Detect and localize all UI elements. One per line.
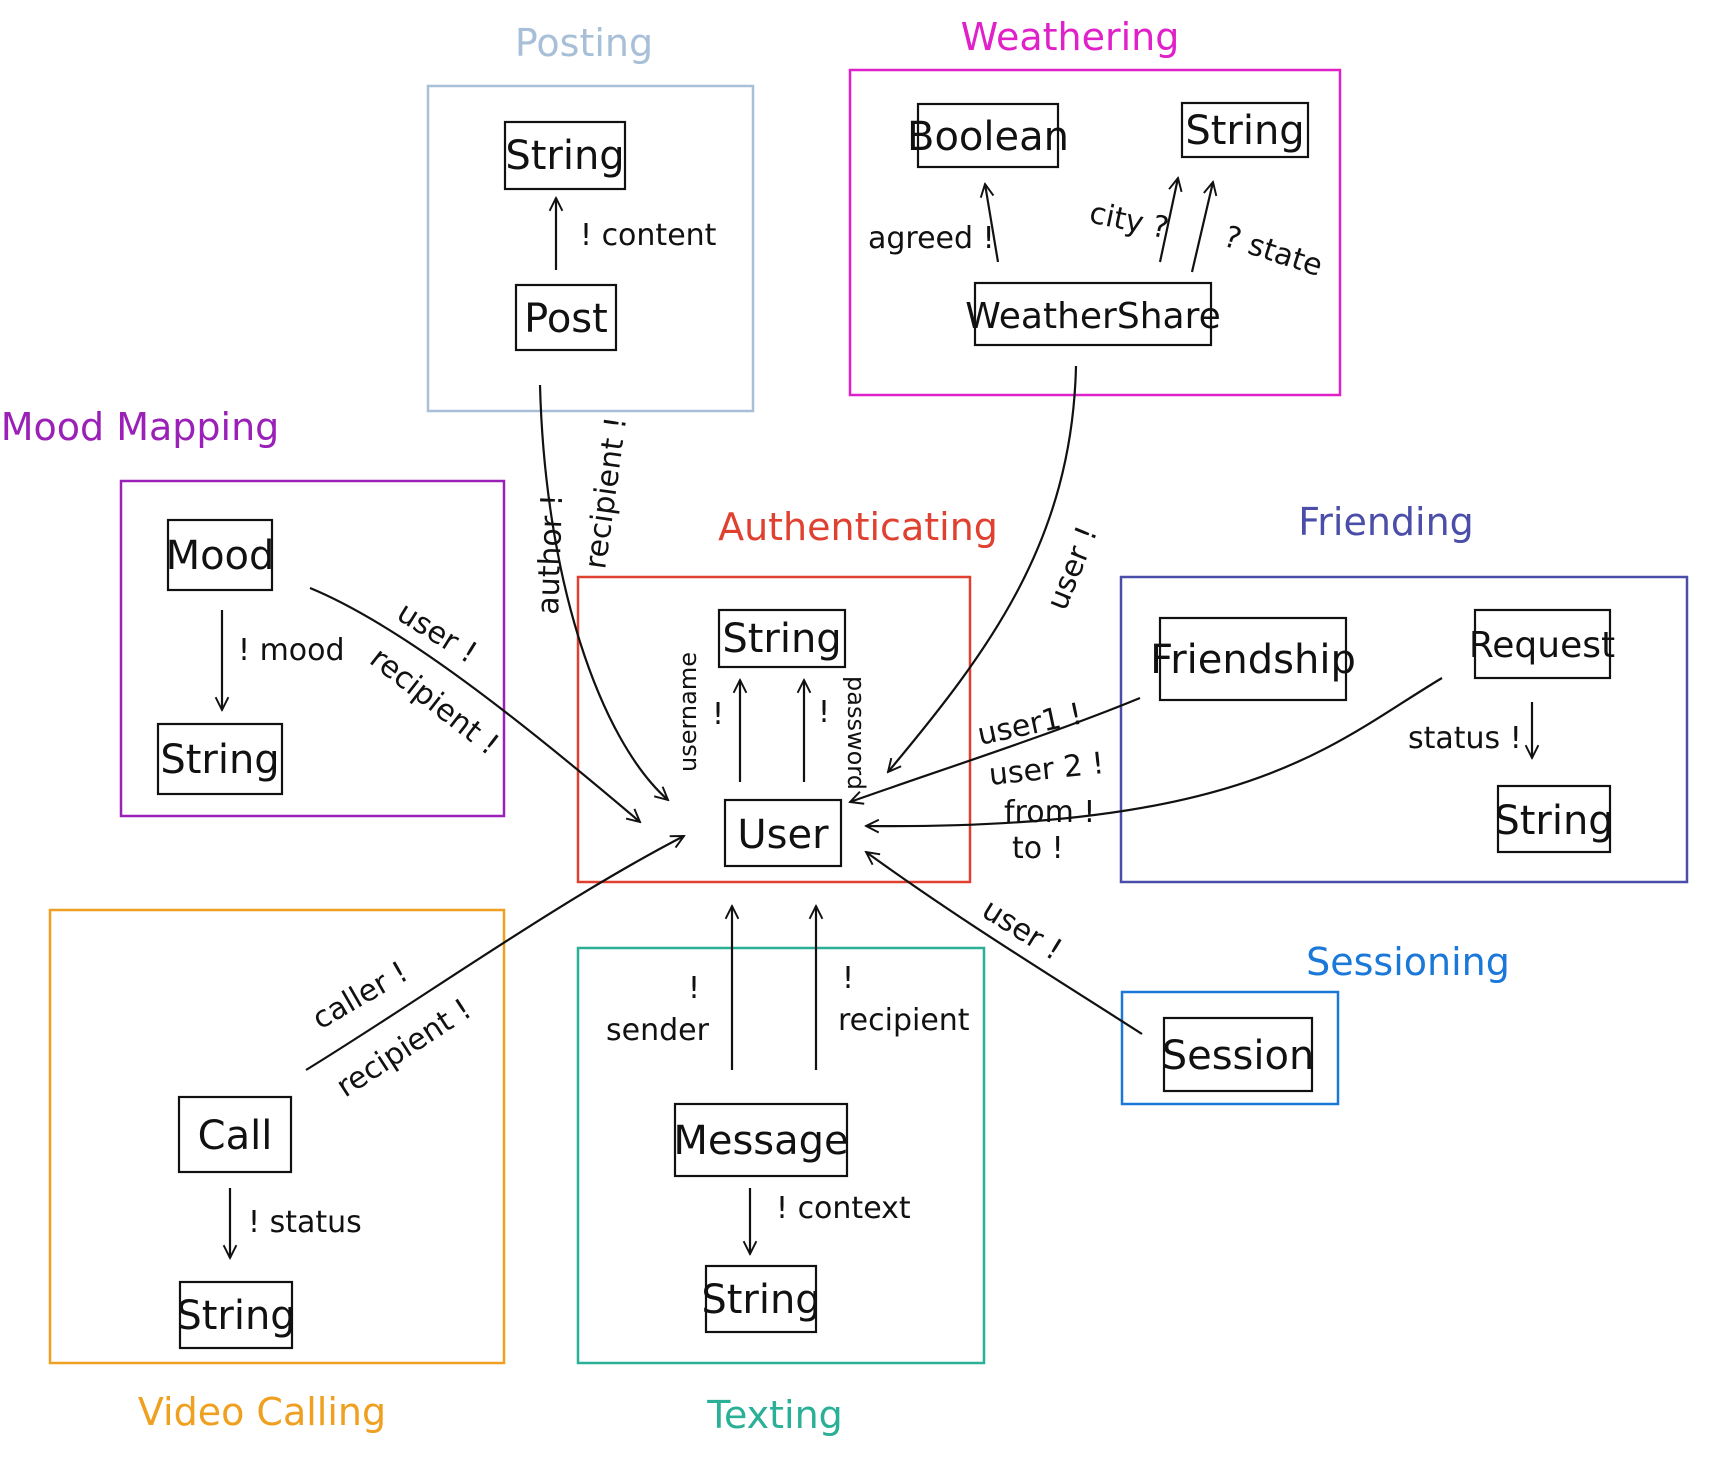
authenticating-frame <box>576 575 972 884</box>
label-call-status: ! status <box>248 1205 362 1240</box>
label-password-bang: ! <box>818 695 830 730</box>
node-message-string-label: String <box>701 1277 820 1323</box>
label-mood-field: ! mood <box>238 633 345 668</box>
node-session[interactable]: Session <box>1162 1016 1315 1093</box>
label-post-recipient: recipient ! <box>578 415 634 572</box>
edge-post-author <box>538 384 668 800</box>
node-user-label: User <box>737 812 829 858</box>
node-call-string[interactable]: String <box>176 1280 296 1350</box>
texting-frame <box>576 946 986 1365</box>
video-calling-title: Video Calling <box>138 1390 386 1434</box>
texting-title: Texting <box>706 1393 843 1437</box>
node-mood-string-label: String <box>160 737 279 783</box>
node-mood[interactable]: Mood <box>166 518 275 592</box>
label-from: from ! <box>1004 795 1095 830</box>
label-username: username <box>674 652 702 772</box>
edge-weather-user <box>888 365 1078 772</box>
node-weathering-string-label: String <box>1185 108 1304 154</box>
edge-weather-state <box>1190 182 1213 273</box>
edge-mood-user <box>309 586 640 822</box>
posting-title: Posting <box>515 21 653 65</box>
node-user[interactable]: User <box>723 798 843 868</box>
mood-mapping-title: Mood Mapping <box>1 405 280 449</box>
edge-call-user <box>305 836 684 1071</box>
node-call-label: Call <box>198 1113 273 1159</box>
label-context: ! context <box>776 1191 911 1226</box>
label-content: ! content <box>580 218 717 253</box>
label-password: password <box>842 676 870 790</box>
node-boolean[interactable]: Boolean <box>907 102 1069 169</box>
node-friending-string-label: String <box>1494 798 1613 844</box>
authenticating-title: Authenticating <box>718 505 998 549</box>
friending-frame <box>1119 575 1689 884</box>
edge-session-user <box>866 852 1143 1035</box>
sessioning-frame <box>1120 990 1340 1106</box>
label-agreed: agreed ! <box>868 221 995 256</box>
label-msg-recipient: recipient <box>838 1003 970 1038</box>
edge-weather-agreed <box>985 184 1000 263</box>
node-posting-string[interactable]: String <box>503 120 627 191</box>
edge-friendship-user <box>850 696 1141 802</box>
node-message[interactable]: Message <box>673 1102 849 1178</box>
node-friendship-label: Friendship <box>1150 637 1356 683</box>
node-call[interactable]: Call <box>177 1095 293 1174</box>
node-session-label: Session <box>1162 1033 1315 1079</box>
label-user2: user 2 ! <box>987 746 1106 793</box>
node-mood-label: Mood <box>166 533 275 579</box>
node-message-label: Message <box>673 1118 848 1164</box>
connectors <box>222 178 1532 1258</box>
label-sender: sender <box>606 1013 710 1048</box>
node-weathershare[interactable]: WeatherShare <box>965 281 1221 347</box>
node-mood-string[interactable]: String <box>156 722 284 796</box>
node-request[interactable]: Request <box>1469 608 1615 680</box>
node-friending-string[interactable]: String <box>1494 784 1614 854</box>
mood-mapping-frame <box>119 479 506 818</box>
label-author: author ! <box>531 494 570 616</box>
edge-request-user <box>866 677 1443 826</box>
node-post-label: Post <box>524 296 608 342</box>
node-call-string-label: String <box>176 1293 295 1339</box>
node-message-string[interactable]: String <box>701 1264 821 1334</box>
weathering-frame <box>848 68 1342 397</box>
label-user1: user1 ! <box>974 697 1085 753</box>
node-post[interactable]: Post <box>514 283 618 352</box>
node-auth-string-label: String <box>722 616 841 662</box>
label-msg-recipient-bang: ! <box>842 961 854 996</box>
node-boolean-label: Boolean <box>907 114 1069 160</box>
friending-title: Friending <box>1298 500 1474 544</box>
video-calling-frame <box>48 908 506 1365</box>
node-auth-string[interactable]: String <box>717 608 847 669</box>
posting-frame <box>426 84 755 413</box>
sessioning-title: Sessioning <box>1306 940 1510 984</box>
weathering-title: Weathering <box>961 15 1180 59</box>
label-caller: caller ! <box>307 955 414 1037</box>
node-request-label: Request <box>1469 625 1615 666</box>
label-weather-user: user ! <box>1040 521 1105 615</box>
label-sender-bang: ! <box>688 971 700 1006</box>
node-posting-string-label: String <box>505 133 624 179</box>
label-status-request: status ! <box>1408 721 1522 756</box>
node-friendship[interactable]: Friendship <box>1150 616 1356 702</box>
label-city: city ? <box>1086 196 1171 247</box>
label-username-bang: ! <box>712 697 724 732</box>
label-state: ? state <box>1220 219 1327 284</box>
label-to: to ! <box>1012 831 1064 866</box>
node-weathering-string[interactable]: String <box>1180 101 1310 159</box>
node-weathershare-label: WeatherShare <box>965 296 1220 337</box>
edge-weather-city <box>1158 178 1178 263</box>
